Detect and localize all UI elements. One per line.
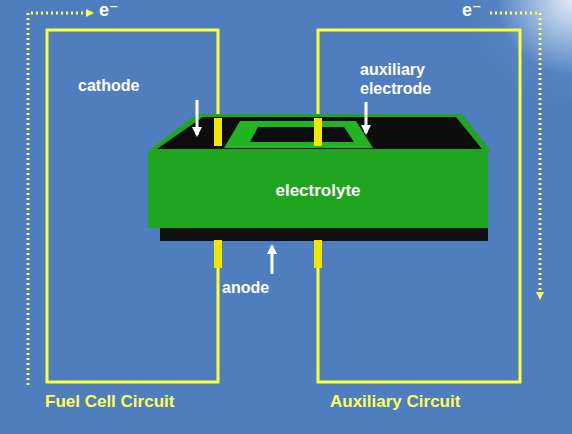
- part-label: cathode: [78, 76, 139, 95]
- part-label: anode: [222, 278, 269, 297]
- electron-label: e⁻: [462, 1, 482, 20]
- part-label: auxiliary electrode: [360, 60, 452, 98]
- cathode-layer: [157, 117, 482, 149]
- anode-layer: [160, 228, 488, 241]
- layer-name: electrolyte: [275, 177, 360, 201]
- auxiliary-electrode: [250, 127, 354, 142]
- electron-label: e⁻: [99, 1, 119, 20]
- electron-flow: [490, 13, 540, 298]
- circuit-name: Fuel Cell Circuit: [45, 392, 174, 411]
- electron-flow: [28, 13, 92, 385]
- terminal-pin: [314, 118, 322, 146]
- circuit-name: Auxiliary Circuit: [330, 392, 460, 411]
- terminal-pin: [214, 118, 222, 146]
- leader-arrow: [271, 246, 274, 274]
- auxiliary-electrode: [224, 121, 373, 148]
- cathode-layer: [148, 114, 491, 151]
- terminal-pin: [314, 240, 322, 268]
- leader-arrow: [365, 102, 368, 133]
- leader-arrow: [196, 100, 199, 135]
- terminal-pin: [214, 240, 222, 268]
- electrolyte-layer: electrolyte: [148, 150, 488, 228]
